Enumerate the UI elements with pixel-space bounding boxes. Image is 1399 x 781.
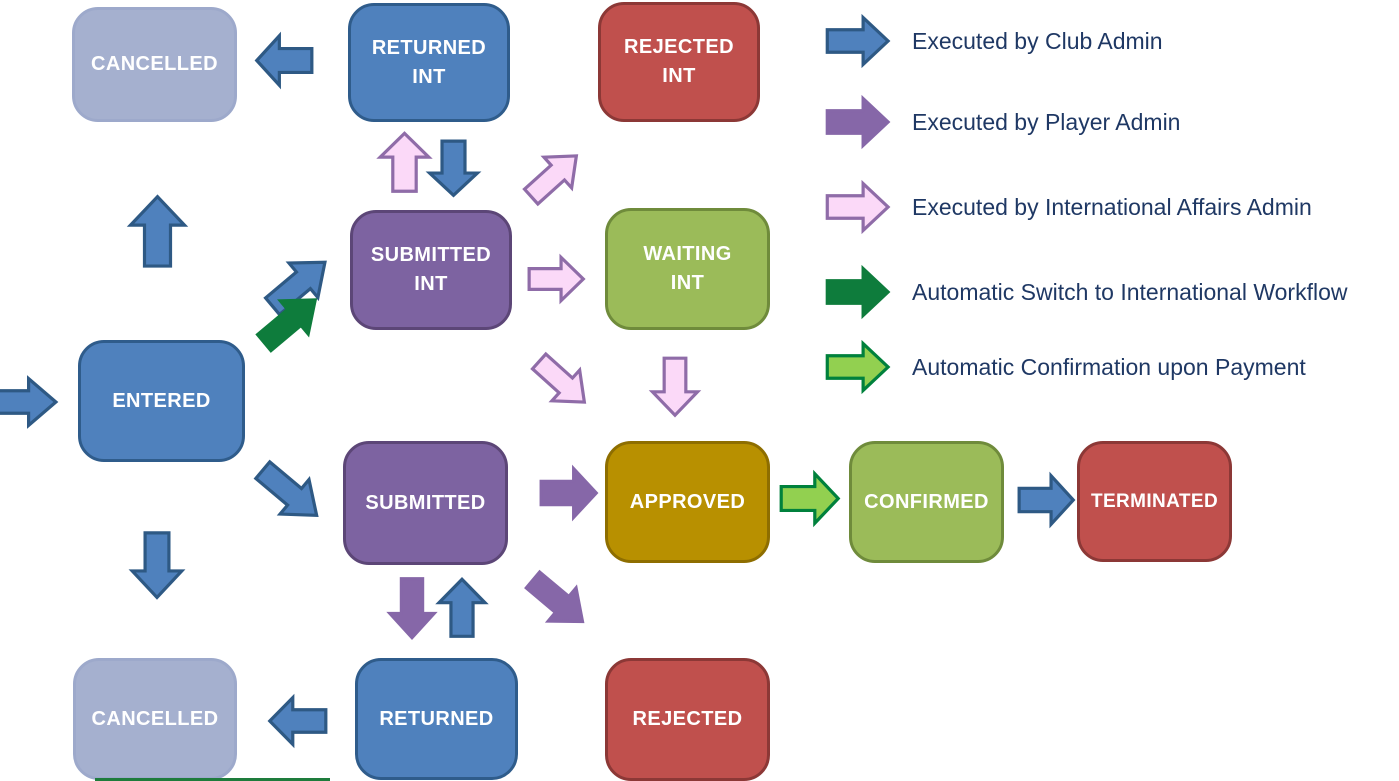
node-cancelled-bottom: CANCELLED	[73, 658, 237, 780]
waiting-int-to-approved-arrow-icon	[650, 357, 700, 417]
submitted-to-returned-arrow-icon	[388, 578, 437, 640]
auto-switch-to-international-arrow-icon	[248, 280, 332, 362]
node-rejected: REJECTED	[605, 658, 770, 781]
start-to-entered-arrow-icon	[0, 376, 58, 428]
submitted-int-to-approved-arrow-icon	[523, 343, 601, 420]
node-submitted: SUBMITTED	[343, 441, 508, 565]
returned-to-cancelled-bottom-arrow-icon	[268, 695, 327, 747]
returned-int-to-submitted-int-arrow-icon	[427, 140, 480, 197]
legend-club-admin-arrow-icon	[826, 15, 890, 67]
entered-to-submitted-arrow-icon	[246, 450, 335, 536]
legend-label: Executed by Club Admin	[912, 27, 1163, 54]
submitted-int-to-waiting-int-arrow-icon	[528, 255, 585, 303]
legend-player-admin-arrow-icon	[826, 96, 890, 148]
node-approved: APPROVED	[605, 441, 770, 563]
legend-label: Executed by Player Admin	[912, 108, 1181, 135]
submitted-int-to-returned-int-arrow-icon	[378, 132, 432, 193]
returned-int-to-cancelled-top-arrow-icon	[255, 33, 313, 88]
legend-item-intl-affairs-admin: Executed by International Affairs Admin	[826, 181, 1312, 233]
legend-item-auto-switch: Automatic Switch to International Workfl…	[826, 266, 1347, 318]
submitted-to-approved-arrow-icon	[540, 466, 598, 520]
legend-intl-affairs-arrow-icon	[826, 181, 890, 233]
node-returned-int: RETURNED INT	[348, 3, 510, 122]
node-entered: ENTERED	[78, 340, 245, 462]
legend-label: Automatic Switch to International Workfl…	[912, 278, 1348, 305]
submitted-int-to-rejected-int-arrow-icon	[515, 137, 593, 214]
node-terminated: TERMINATED	[1077, 441, 1232, 562]
node-returned: RETURNED	[355, 658, 518, 780]
node-rejected-int: REJECTED INT	[598, 2, 760, 122]
entered-to-cancelled-bottom-arrow-icon	[130, 532, 185, 600]
submitted-to-rejected-arrow-icon	[517, 561, 600, 641]
legend-label: Automatic Confirmation upon Payment	[912, 353, 1306, 380]
legend-label: Executed by International Affairs Admin	[912, 193, 1312, 220]
cropped-green-line	[95, 778, 330, 781]
node-waiting-int: WAITING INT	[605, 208, 770, 330]
entered-to-cancelled-top-arrow-icon	[128, 195, 188, 268]
legend-item-auto-confirm: Automatic Confirmation upon Payment	[826, 341, 1306, 393]
approved-to-confirmed-arrow-icon	[780, 471, 840, 526]
legend-auto-switch-arrow-icon	[826, 266, 890, 318]
returned-to-submitted-arrow-icon	[437, 578, 488, 638]
node-confirmed: CONFIRMED	[849, 441, 1004, 563]
confirmed-to-terminated-arrow-icon	[1018, 473, 1075, 527]
legend-item-club-admin: Executed by Club Admin	[826, 15, 1163, 67]
legend-auto-confirm-arrow-icon	[826, 341, 890, 393]
node-submitted-int: SUBMITTED INT	[350, 210, 512, 330]
legend-item-player-admin: Executed by Player Admin	[826, 96, 1180, 148]
node-cancelled-top: CANCELLED	[72, 7, 237, 122]
